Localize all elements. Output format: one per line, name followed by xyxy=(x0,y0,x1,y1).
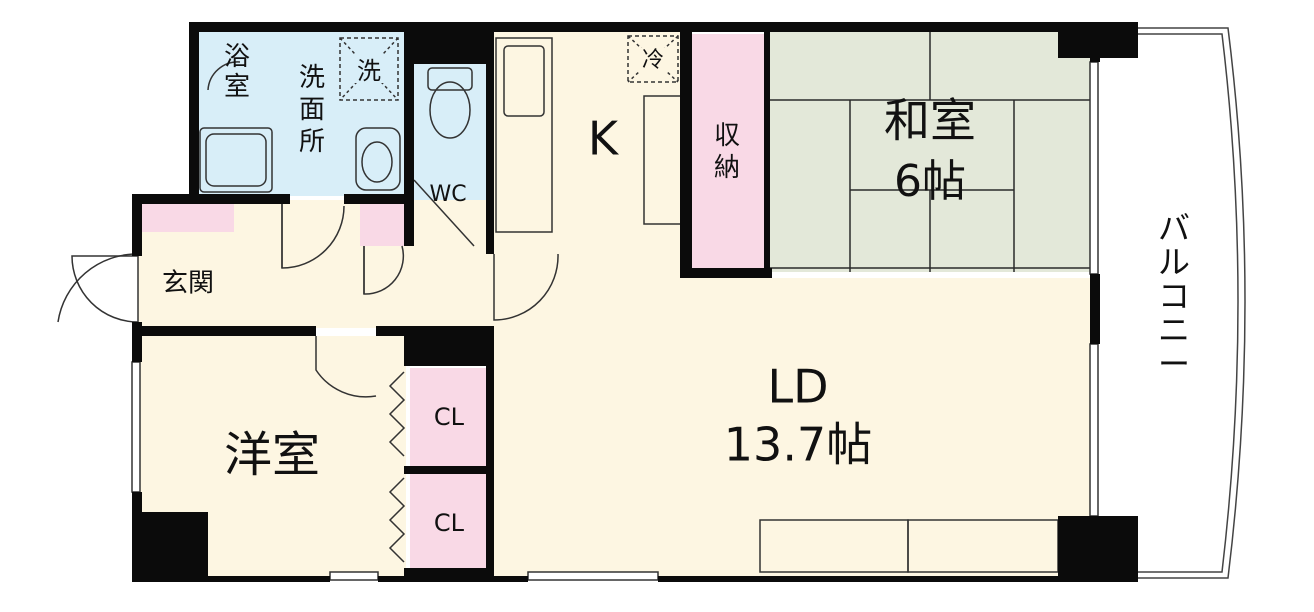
balcony xyxy=(1130,27,1246,579)
sink xyxy=(355,127,401,191)
label-kitchen: K xyxy=(588,112,620,166)
ld-floor xyxy=(492,278,1092,578)
window-east-1 xyxy=(1089,61,1099,275)
floors xyxy=(138,28,1094,578)
label-fridge-mark: 冷 xyxy=(642,48,664,73)
label-genkan: 玄関 xyxy=(162,269,214,299)
labels: 浴室 洗面所 洗 冷 WC K 収納 和室 6帖 バルコニー 玄関 LD 13.… xyxy=(162,42,1190,538)
label-washitsu-size: 6帖 xyxy=(894,156,966,207)
fridge-space xyxy=(627,35,679,83)
label-youshitsu: 洋室 xyxy=(224,427,320,483)
counter xyxy=(495,37,553,233)
bathtub xyxy=(199,127,273,193)
label-wc: WC xyxy=(429,182,466,207)
genkan-step xyxy=(142,204,234,232)
toilet-bowl xyxy=(429,81,471,139)
doors xyxy=(57,61,559,563)
window-east-2 xyxy=(1089,343,1099,517)
cl2-floor xyxy=(410,472,486,572)
label-cl-1: CL xyxy=(434,403,465,431)
storage-floor xyxy=(690,34,764,272)
walls xyxy=(132,22,1138,582)
label-bath: 浴室 xyxy=(224,42,250,102)
washer-space xyxy=(339,37,399,101)
label-ld: LD xyxy=(767,360,828,414)
toilet-tank xyxy=(427,67,473,91)
washitsu-floor xyxy=(768,28,1094,272)
label-balcony: バルコニー xyxy=(1158,209,1190,383)
cl1-floor xyxy=(410,368,486,466)
label-storage: 収納 xyxy=(714,121,740,183)
label-wash-mark: 洗 xyxy=(357,57,381,85)
label-ld-size: 13.7帖 xyxy=(724,418,872,472)
window-south-2 xyxy=(527,571,659,581)
window-south-1 xyxy=(329,571,379,581)
label-cl-2: CL xyxy=(434,509,465,537)
window-west xyxy=(131,361,141,493)
fixtures xyxy=(199,35,1059,573)
tatami-grid xyxy=(768,28,1092,272)
hall-pink xyxy=(360,204,404,246)
label-washroom: 洗面所 xyxy=(299,63,325,157)
label-washitsu: 和室 xyxy=(884,94,976,148)
